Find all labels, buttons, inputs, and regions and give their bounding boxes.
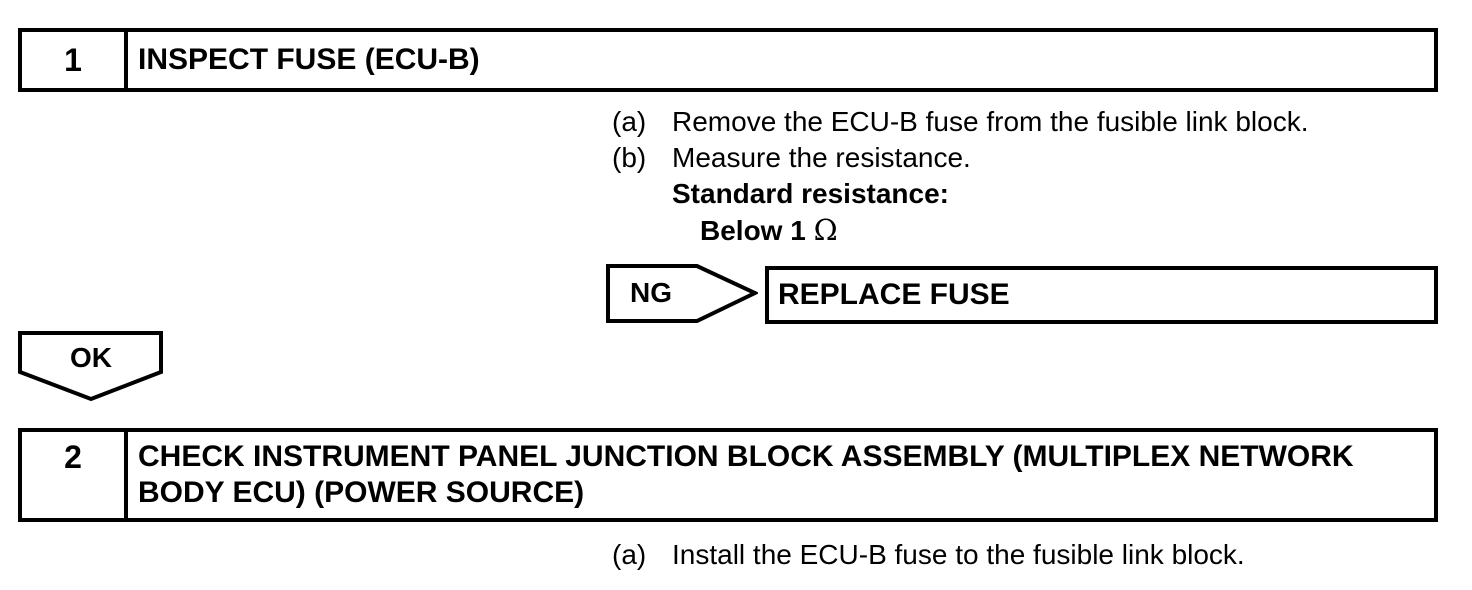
- step1-number: 1: [22, 32, 128, 88]
- step2-instructions: (a) Install the ECU-B fuse to the fusibl…: [612, 537, 1245, 573]
- substep-text: Install the ECU-B fuse to the fusible li…: [672, 539, 1245, 570]
- standard-resistance-label: Standard resistance:: [672, 178, 949, 209]
- substep-marker: (b): [612, 142, 647, 173]
- ok-connector-label: OK: [70, 342, 112, 373]
- step2-number: 2: [22, 432, 128, 518]
- step2-header: 2 CHECK INSTRUMENT PANEL JUNCTION BLOCK …: [18, 428, 1438, 522]
- step1-header: 1 INSPECT FUSE (ECU-B): [18, 28, 1438, 92]
- substep-marker: (a): [612, 106, 647, 137]
- substep-text: Measure the resistance.: [672, 142, 971, 173]
- ok-connector-shape: [18, 331, 163, 402]
- step1-substep-b: (b) Measure the resistance.: [612, 140, 1308, 176]
- resistance-value-text: Below 1: [700, 215, 806, 246]
- step2-title: CHECK INSTRUMENT PANEL JUNCTION BLOCK AS…: [138, 440, 1354, 509]
- ng-arrow-shape: [606, 264, 758, 323]
- substep-text: Remove the ECU-B fuse from the fusible l…: [672, 106, 1309, 137]
- ohm-symbol: Ω: [813, 213, 838, 247]
- step1-substep-a: (a) Remove the ECU-B fuse from the fusib…: [612, 104, 1308, 140]
- step1-title: INSPECT FUSE (ECU-B): [138, 43, 480, 76]
- substep-marker: (a): [612, 539, 647, 570]
- standard-resistance-value: Below 1 Ω: [700, 212, 1308, 249]
- step1-instructions: (a) Remove the ECU-B fuse from the fusib…: [612, 104, 1308, 249]
- replace-fuse-box: REPLACE FUSE: [765, 266, 1438, 324]
- step2-substep-a: (a) Install the ECU-B fuse to the fusibl…: [612, 537, 1245, 573]
- ng-arrow-label: NG: [630, 277, 672, 308]
